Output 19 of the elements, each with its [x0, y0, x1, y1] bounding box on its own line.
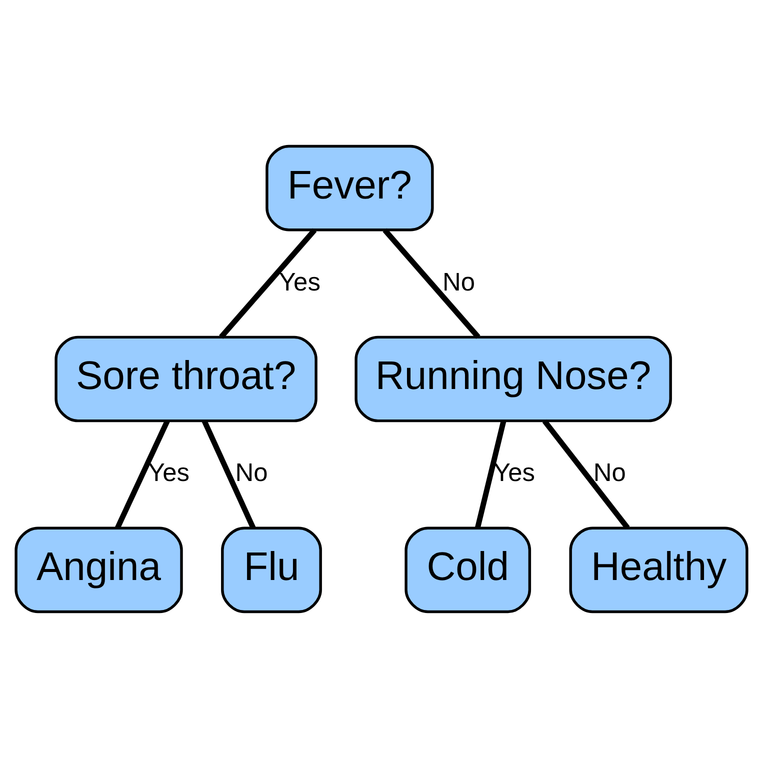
edge-label: Yes [148, 459, 190, 488]
connector [115, 420, 170, 530]
connector [219, 228, 317, 339]
edge-label: Yes [278, 268, 320, 296]
connector [382, 228, 480, 339]
connector [542, 419, 630, 530]
edge-label: No [593, 459, 626, 488]
node-box: Sore throat? [54, 336, 318, 422]
connector [202, 420, 256, 530]
edge-label: No [235, 459, 268, 488]
node-box: Fever? [266, 144, 434, 232]
edge-label: No [442, 268, 476, 296]
connector [474, 420, 506, 529]
node-box: Flu [221, 526, 322, 614]
edge-label: Yes [493, 459, 535, 488]
node-box: Cold [404, 526, 532, 614]
node-box: Running Nose? [354, 336, 672, 422]
node-box: Healthy [569, 526, 748, 614]
node-box: Angina [14, 526, 183, 614]
